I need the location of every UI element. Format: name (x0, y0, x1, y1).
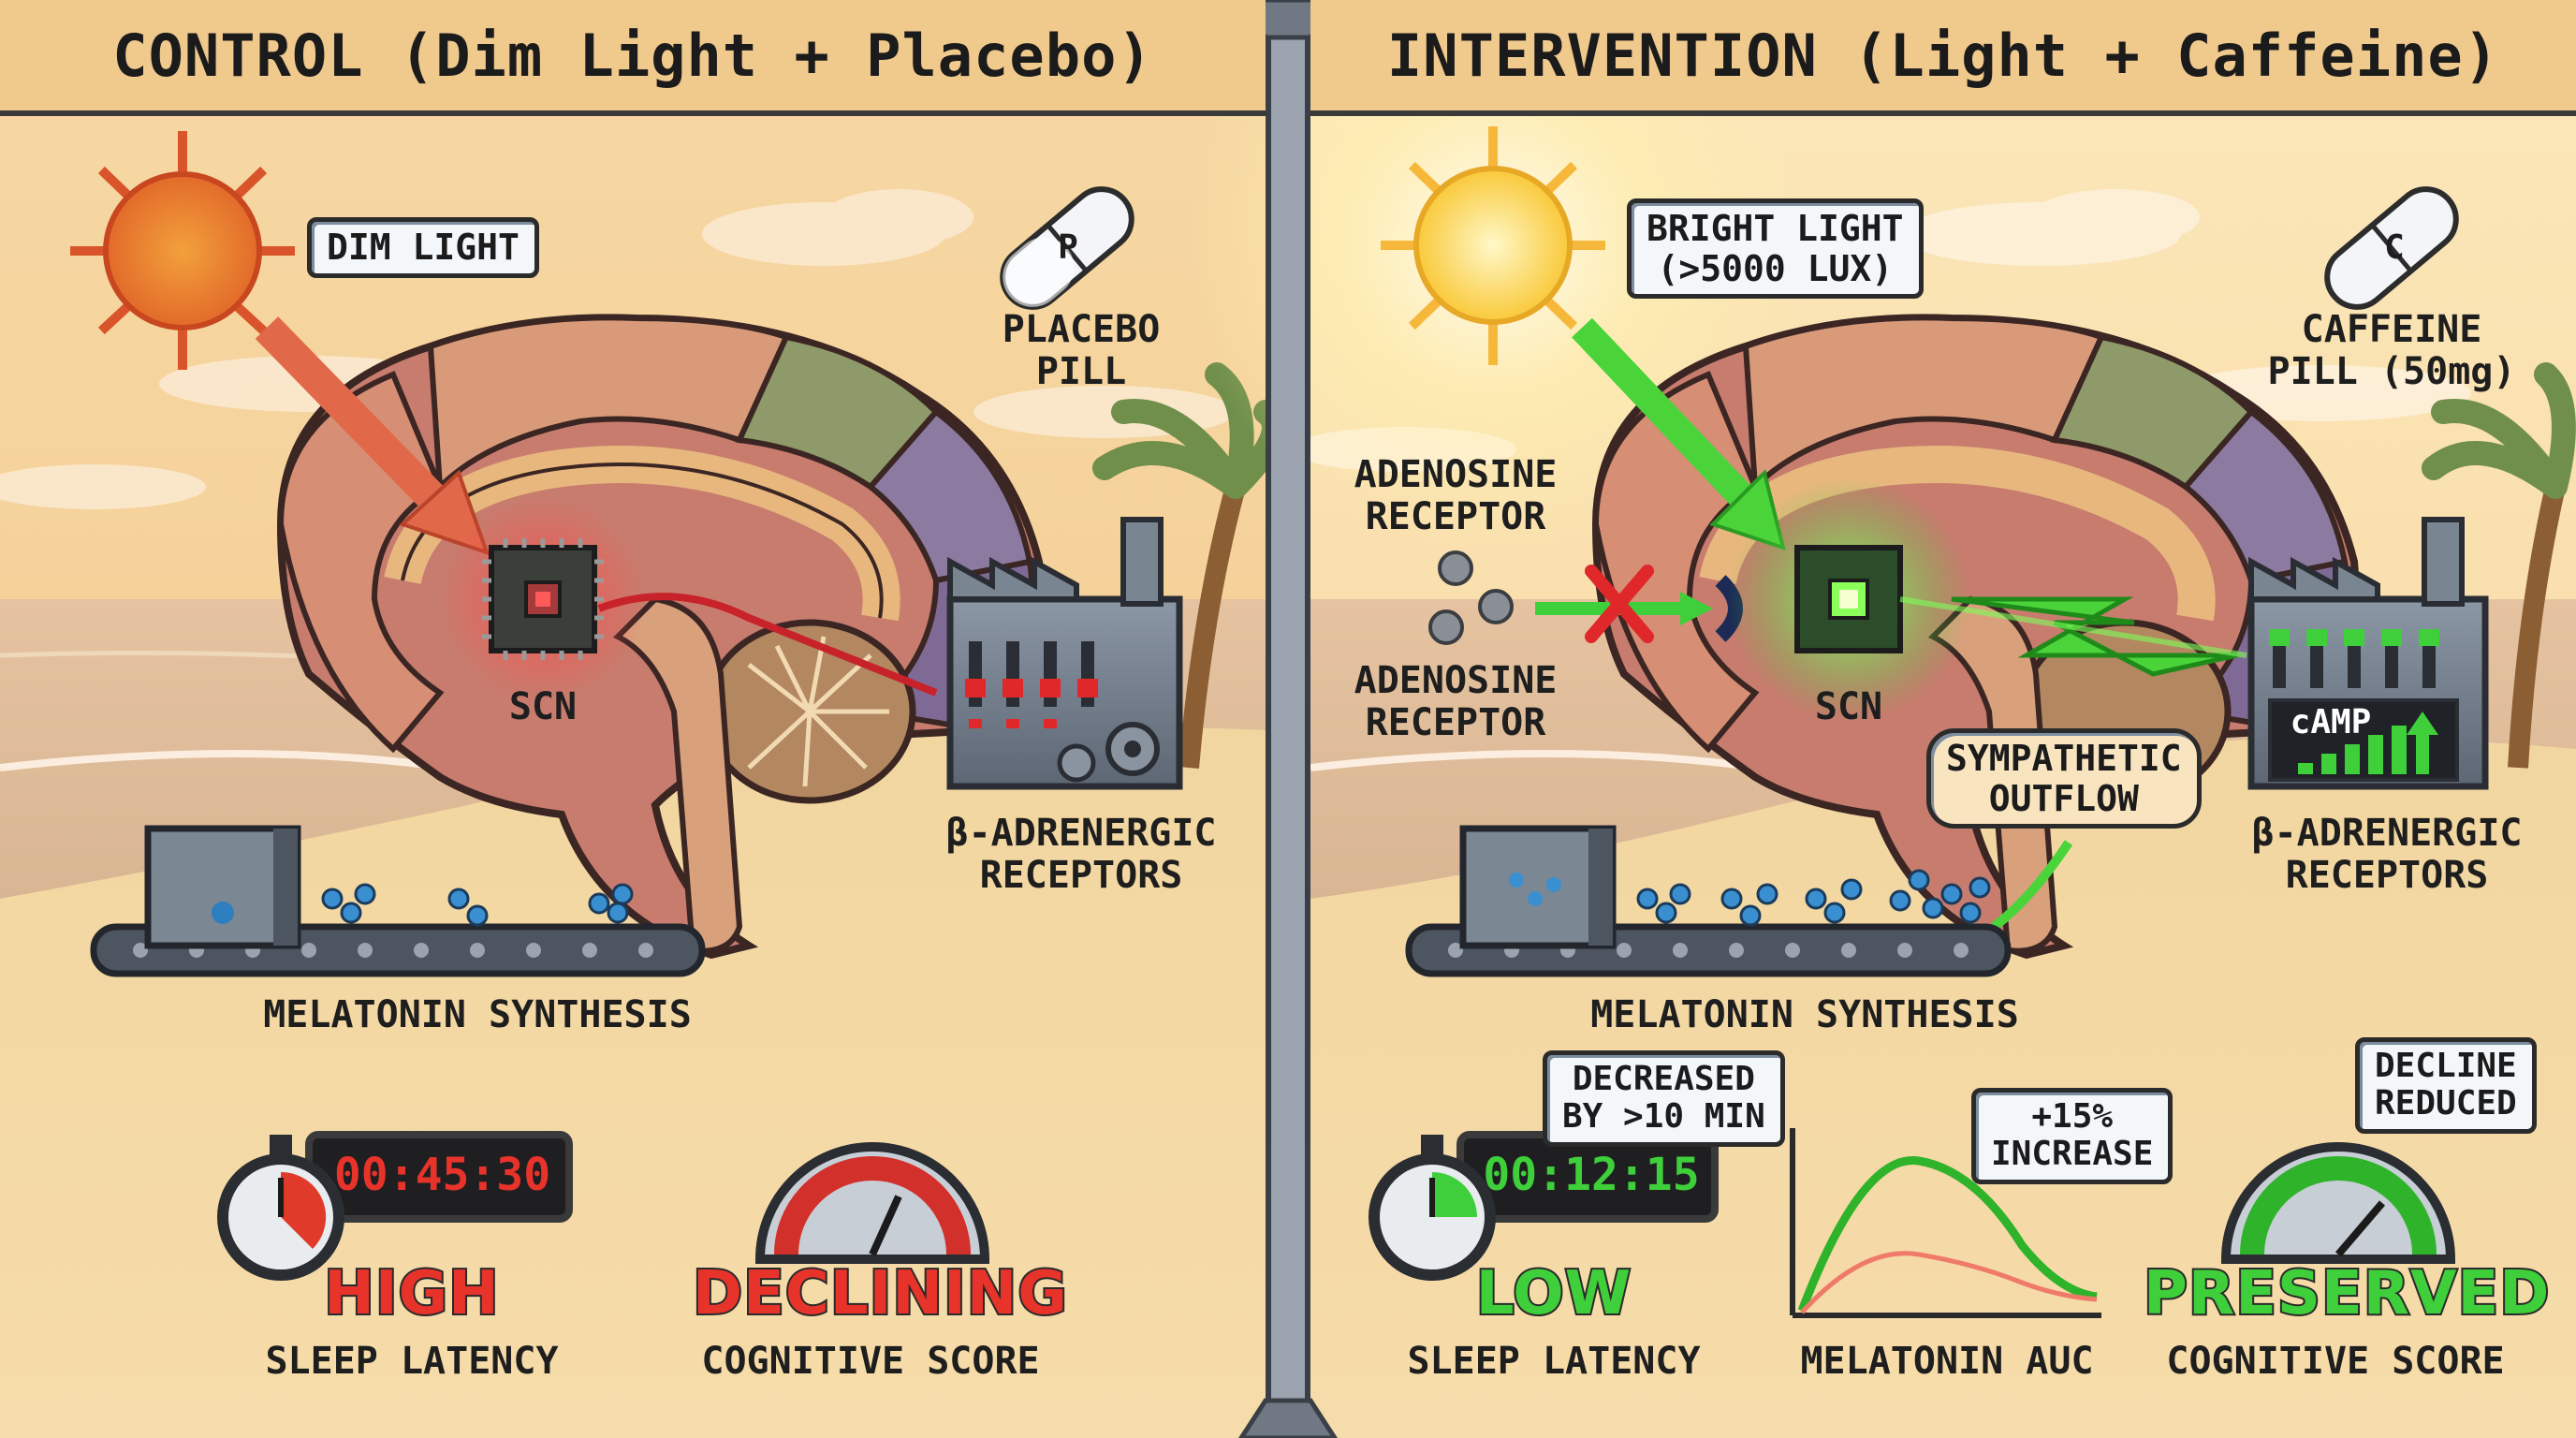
latency-label: SLEEP LATENCY (265, 1340, 559, 1383)
cognitive-label: COGNITIVE SCORE (2166, 1340, 2505, 1383)
melatonin-auc-chart (1790, 1128, 2101, 1318)
auc-label: MELATONIN AUC (1800, 1340, 2094, 1383)
conveyor-icon (90, 825, 706, 977)
latency-callout: DECREASED BY >10 MIN (1543, 1050, 1785, 1147)
scn-label: SCN (508, 685, 578, 728)
pill-letter: C (2384, 228, 2405, 267)
molecule-icon (1428, 550, 1514, 645)
palm-tree-icon (1092, 362, 1286, 769)
sympathetic-outflow-callout: SYMPATHETIC OUTFLOW (1926, 728, 2202, 829)
receptor-label: β-ADRENERGIC RECEPTORS (2251, 812, 2523, 897)
molecule-icon (321, 883, 634, 927)
timer-readout: 00:45:30 (333, 1149, 551, 1201)
chip-icon (440, 496, 646, 702)
cognitive-status: PRESERVED (2142, 1257, 2551, 1330)
cognitive-status: DECLINING (691, 1257, 1069, 1330)
intervention-title: INTERVENTION (Light + Caffeine) (1386, 21, 2500, 90)
synthesis-label: MELATONIN SYNTHESIS (1590, 993, 2019, 1036)
stopwatch-icon (217, 1131, 573, 1281)
adenosine-receptor-label-bottom: ADENOSINE RECEPTOR (1354, 659, 1558, 744)
control-title: CONTROL (Dim Light + Placebo) (112, 21, 1153, 90)
sun-icon (70, 131, 295, 370)
latency-label: SLEEP LATENCY (1407, 1340, 1701, 1383)
cognitive-callout: DECLINE REDUCED (2355, 1037, 2537, 1134)
intervention-header: INTERVENTION (Light + Caffeine) (1310, 0, 2576, 116)
synthesis-label: MELATONIN SYNTHESIS (263, 993, 692, 1036)
scn-label: SCN (1814, 685, 1883, 728)
sun-icon (1381, 126, 1605, 365)
camp-label: cAMP (2290, 703, 2372, 741)
conveyor-icon (1405, 825, 2012, 977)
molecule-icon (1636, 869, 1991, 927)
caffeine-pill-label: CAFFEINE PILL (50mg) (2267, 308, 2516, 393)
factory-icon (2247, 517, 2489, 790)
bright-light-callout: BRIGHT LIGHT (>5000 LUX) (1627, 198, 1924, 300)
adenosine-receptor-label-top: ADENOSINE RECEPTOR (1354, 453, 1558, 538)
auc-callout: +15% INCREASE (1971, 1088, 2174, 1184)
pill-letter: P (1058, 228, 1078, 267)
chip-icon (1727, 477, 1970, 721)
weak-signal-line (597, 593, 938, 697)
panel-divider (1238, 0, 1338, 1438)
pill-icon (2324, 186, 2459, 310)
dim-light-callout: DIM LIGHT (307, 217, 539, 278)
latency-status: HIGH (322, 1257, 500, 1330)
block-x-icon (1585, 565, 1654, 643)
stopwatch-icon (1368, 1131, 1719, 1281)
factory-icon (946, 517, 1183, 790)
receptor-label: β-ADRENERGIC RECEPTORS (945, 812, 1217, 897)
timer-readout: 00:12:15 (1483, 1149, 1700, 1201)
placebo-pill-label: PLACEBO PILL (1002, 308, 1161, 393)
lightning-icon (1899, 596, 2247, 677)
control-header: CONTROL (Dim Light + Placebo) (0, 0, 1266, 116)
gauge-icon (754, 1142, 990, 1264)
gear-icon (1057, 722, 1160, 783)
pill-icon (1000, 186, 1134, 310)
palm-tree-icon (2422, 362, 2576, 769)
cognitive-label: COGNITIVE SCORE (701, 1340, 1040, 1383)
latency-status: LOW (1474, 1257, 1633, 1330)
gauge-icon (2220, 1142, 2456, 1264)
